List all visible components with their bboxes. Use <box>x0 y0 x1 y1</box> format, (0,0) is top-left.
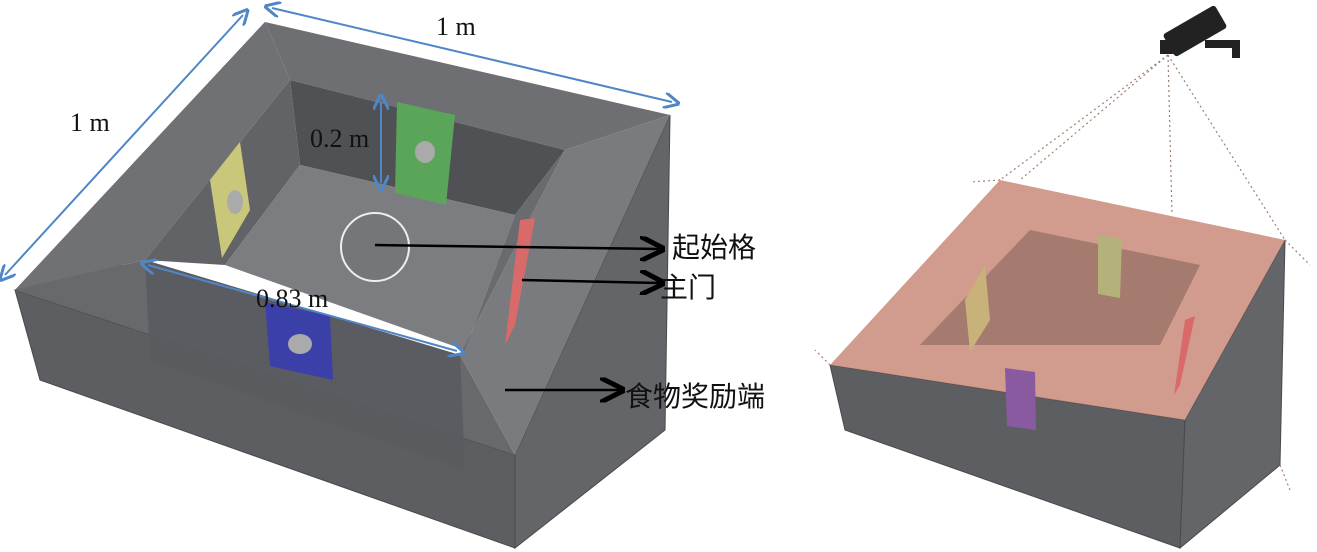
inner-floor <box>920 230 1200 345</box>
callout-main-door: 主门 <box>660 273 717 304</box>
inner-right-wall <box>460 150 565 355</box>
callout-food-reward: 食物奖励端 <box>625 382 766 413</box>
door-red <box>1174 316 1195 395</box>
callout-arrow-door <box>521 280 660 283</box>
door-hole <box>288 334 312 354</box>
top-rim-right <box>460 115 670 455</box>
dim-label-left: 1 m <box>70 108 110 137</box>
door-red <box>505 218 535 345</box>
door-yellow <box>965 265 990 352</box>
maze-box-left <box>5 8 672 550</box>
door-green <box>1098 235 1122 298</box>
dim-arrow-0.83m <box>148 265 457 351</box>
dim-arrow-1m-top <box>272 8 672 102</box>
maze-box-right <box>814 5 1311 550</box>
door-purple <box>1005 368 1036 430</box>
start-cell-circle <box>340 212 410 282</box>
dim-label-height: 0.2 m <box>310 124 370 153</box>
dim-arrow-1m-left <box>5 15 243 275</box>
door-hole <box>415 141 435 163</box>
dim-label-top: 1 m <box>436 12 476 41</box>
door-hole <box>227 190 243 214</box>
callout-arrow-start <box>374 245 660 249</box>
dim-label-inner: 0.83 m <box>256 284 329 313</box>
camera-view-lines <box>814 54 1311 491</box>
camera-icon <box>1160 5 1240 58</box>
callout-start-cell: 起始格 <box>672 233 757 264</box>
